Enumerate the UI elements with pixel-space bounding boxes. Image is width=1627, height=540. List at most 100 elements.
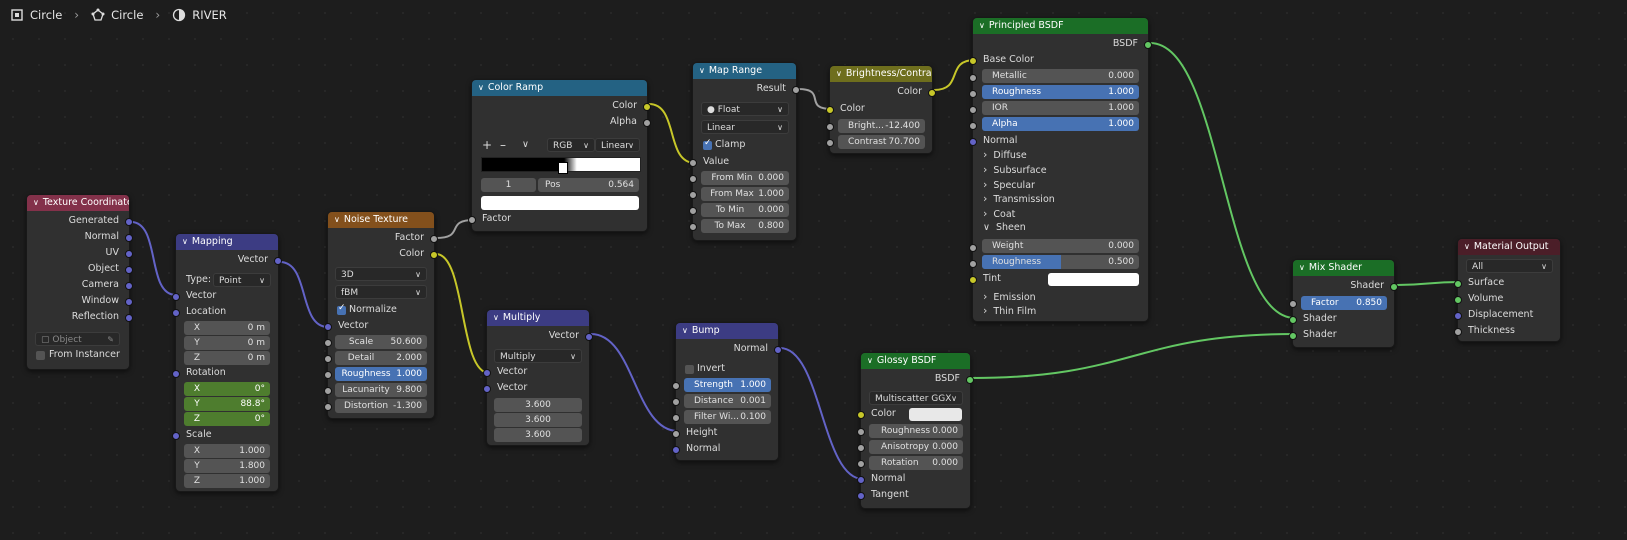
socket-roughness[interactable]	[857, 428, 865, 436]
socket-strength[interactable]	[672, 382, 680, 390]
socket-alpha-out[interactable]	[643, 119, 651, 127]
socket-detail[interactable]	[324, 355, 332, 363]
socket-normal-out[interactable]	[774, 346, 782, 354]
socket-to-max[interactable]	[689, 223, 697, 231]
collapse-chevron-icon[interactable]: ∨	[836, 69, 842, 78]
socket-vector-in[interactable]	[172, 293, 180, 301]
from-instancer-checkbox[interactable]	[36, 351, 45, 360]
invert-checkbox[interactable]	[685, 365, 694, 374]
socket-rotation[interactable]	[172, 370, 180, 378]
socket-color-in[interactable]	[826, 106, 834, 114]
socket-factor[interactable]	[1289, 300, 1297, 308]
socket-roughness[interactable]	[324, 371, 332, 379]
socket-result-out[interactable]	[792, 86, 800, 94]
socket-color-out[interactable]	[430, 251, 438, 259]
socket-shader-b[interactable]	[1289, 332, 1297, 340]
node-header[interactable]: ∨Bump	[676, 323, 778, 339]
socket-normal[interactable]	[969, 138, 977, 146]
target-dropdown[interactable]: All∨	[1466, 259, 1553, 273]
socket-alpha[interactable]	[969, 122, 977, 130]
socket-vector-out[interactable]	[274, 257, 282, 265]
socket-bright[interactable]	[826, 123, 834, 131]
socket-normal[interactable]	[125, 234, 133, 242]
color-mode-dropdown[interactable]: RGB∨	[547, 138, 595, 152]
socket-normal-in[interactable]	[857, 476, 865, 484]
socket-displacement[interactable]	[1454, 312, 1462, 320]
socket-to-min[interactable]	[689, 207, 697, 215]
collapse-chevron-icon[interactable]: ∨	[979, 21, 985, 30]
vector-math-multiply-node[interactable]: ∨Multiply Vector Multiply∨ Vector Vector…	[483, 309, 593, 446]
vector-b-x-field[interactable]: 3.600	[494, 398, 582, 412]
collapse-chevron-icon[interactable]: ∨	[493, 313, 499, 322]
noise-texture-node[interactable]: ∨Noise Texture Factor Color 3D∨ fBM∨ Nor…	[324, 211, 438, 419]
filter-width-field[interactable]: Filter Wi...0.100	[684, 410, 771, 424]
socket-location[interactable]	[172, 309, 180, 317]
collapse-chevron-icon[interactable]: ∨	[699, 66, 705, 75]
texture-coordinate-node[interactable]: ∨Texture Coordinate Generated Normal UV …	[26, 194, 133, 370]
stop-color-swatch[interactable]	[481, 196, 639, 210]
socket-height[interactable]	[672, 430, 680, 438]
socket-uv[interactable]	[125, 250, 133, 258]
distortion-field[interactable]: Distortion-1.300	[335, 399, 427, 413]
panel-specular[interactable]: Specular	[983, 178, 1035, 192]
collapse-chevron-icon[interactable]: ∨	[334, 215, 340, 224]
type-dropdown[interactable]: Point∨	[213, 273, 271, 287]
socket-roughness[interactable]	[969, 90, 977, 98]
socket-shader-out[interactable]	[1390, 283, 1398, 291]
operation-dropdown[interactable]: Multiply∨	[494, 349, 582, 363]
socket-bsdf-out[interactable]	[1144, 41, 1152, 49]
socket-scale[interactable]	[324, 339, 332, 347]
socket-vector-in[interactable]	[324, 323, 332, 331]
socket-sheen-weight[interactable]	[969, 244, 977, 252]
node-header[interactable]: ∨Material Output	[1458, 239, 1560, 255]
socket-metallic[interactable]	[969, 74, 977, 82]
node-header[interactable]: ∨Principled BSDF	[973, 18, 1148, 34]
normalize-checkbox[interactable]	[337, 303, 346, 315]
socket-tangent-in[interactable]	[857, 492, 865, 500]
tint-color-swatch[interactable]	[1048, 273, 1139, 286]
interpolation-dropdown[interactable]: Linear∨	[595, 138, 640, 152]
map-range-node[interactable]: ∨Map Range Result ● Float∨ Linear∨ Clamp…	[689, 62, 800, 241]
node-header[interactable]: ∨Glossy BSDF	[861, 353, 970, 369]
principled-bsdf-node[interactable]: ∨Principled BSDF BSDF Base Color Metalli…	[969, 17, 1152, 322]
socket-shader-a[interactable]	[1289, 316, 1297, 324]
node-header[interactable]: ∨Mix Shader	[1293, 260, 1394, 276]
socket-volume[interactable]	[1454, 296, 1462, 304]
node-header[interactable]: ∨Multiply	[487, 310, 589, 326]
mapping-node[interactable]: ∨Mapping Vector Type: Point∨ Vector Loca…	[172, 233, 282, 492]
socket-color-in[interactable]	[857, 411, 865, 419]
breadcrumb-object[interactable]: Circle	[30, 8, 63, 22]
socket-value-in[interactable]	[689, 159, 697, 167]
socket-factor-out[interactable]	[430, 235, 438, 243]
socket-color-out[interactable]	[928, 89, 936, 97]
socket-vector-out[interactable]	[585, 333, 593, 341]
socket-contrast[interactable]	[826, 139, 834, 147]
socket-distance[interactable]	[672, 398, 680, 406]
collapse-chevron-icon[interactable]: ∨	[33, 198, 39, 207]
panel-diffuse[interactable]: Diffuse	[983, 148, 1026, 162]
node-header[interactable]: ∨Brightness/Contrast	[830, 66, 932, 82]
collapse-chevron-icon[interactable]: ∨	[478, 83, 484, 92]
ramp-stop-handle[interactable]	[558, 162, 568, 174]
socket-normal-in[interactable]	[672, 446, 680, 454]
socket-reflection[interactable]	[125, 314, 133, 322]
